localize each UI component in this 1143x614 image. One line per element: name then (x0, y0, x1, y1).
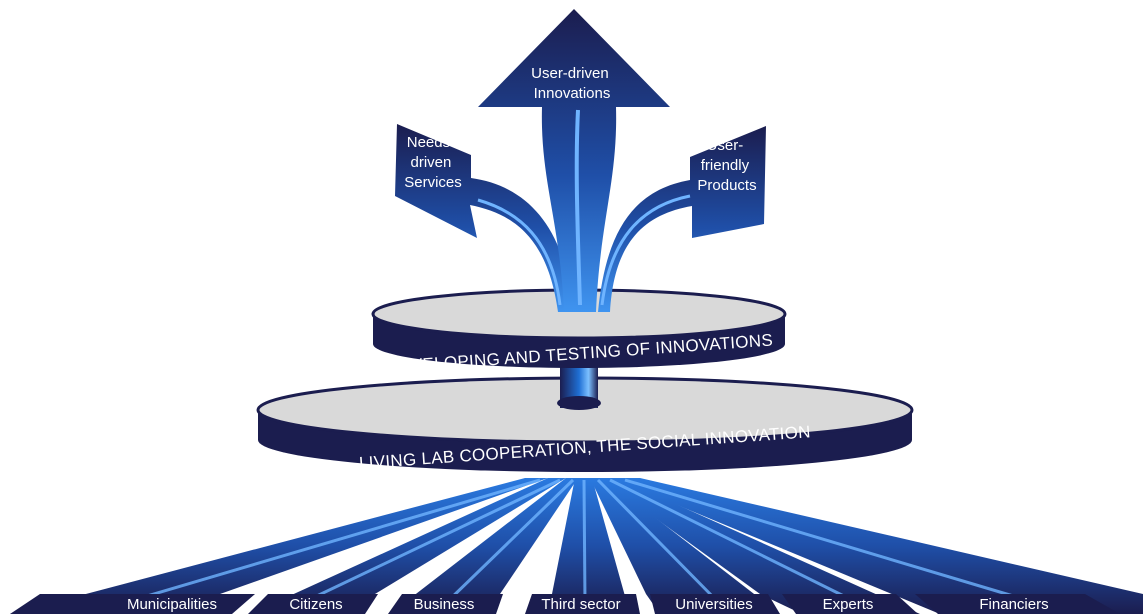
ray-business (390, 478, 578, 614)
stakeholder-municipalities: Municipalities (127, 596, 217, 613)
stakeholder-third-sector: Third sector (541, 596, 620, 613)
stakeholder-rays (10, 478, 1143, 614)
ray-financiers (612, 478, 1143, 614)
ray-municipalities (10, 478, 548, 614)
output-arrows (395, 9, 766, 312)
output-needs-driven-services-label: Needs- driven Services (404, 134, 462, 191)
ray-universities (590, 478, 780, 614)
stakeholder-business: Business (414, 596, 475, 613)
ray-experts (600, 478, 920, 614)
output-user-driven-innovations-label: User-driven Innovations (531, 65, 613, 102)
output-user-friendly-products-label: User- friendly Products (697, 137, 756, 194)
arrow-needs-driven-services (395, 124, 573, 312)
lower-disc (256, 376, 914, 472)
ray-citizens (250, 478, 566, 614)
stakeholder-experts: Experts (823, 596, 874, 613)
arrow-user-friendly-products (598, 126, 766, 312)
stakeholder-labels: Municipalities Citizens Business Third s… (127, 596, 1049, 613)
arrow-user-driven-innovations (478, 9, 670, 312)
stakeholder-financiers: Financiers (979, 596, 1048, 613)
stakeholder-universities: Universities (675, 596, 753, 613)
ray-third-sector (528, 478, 630, 614)
stakeholder-citizens: Citizens (289, 596, 342, 613)
